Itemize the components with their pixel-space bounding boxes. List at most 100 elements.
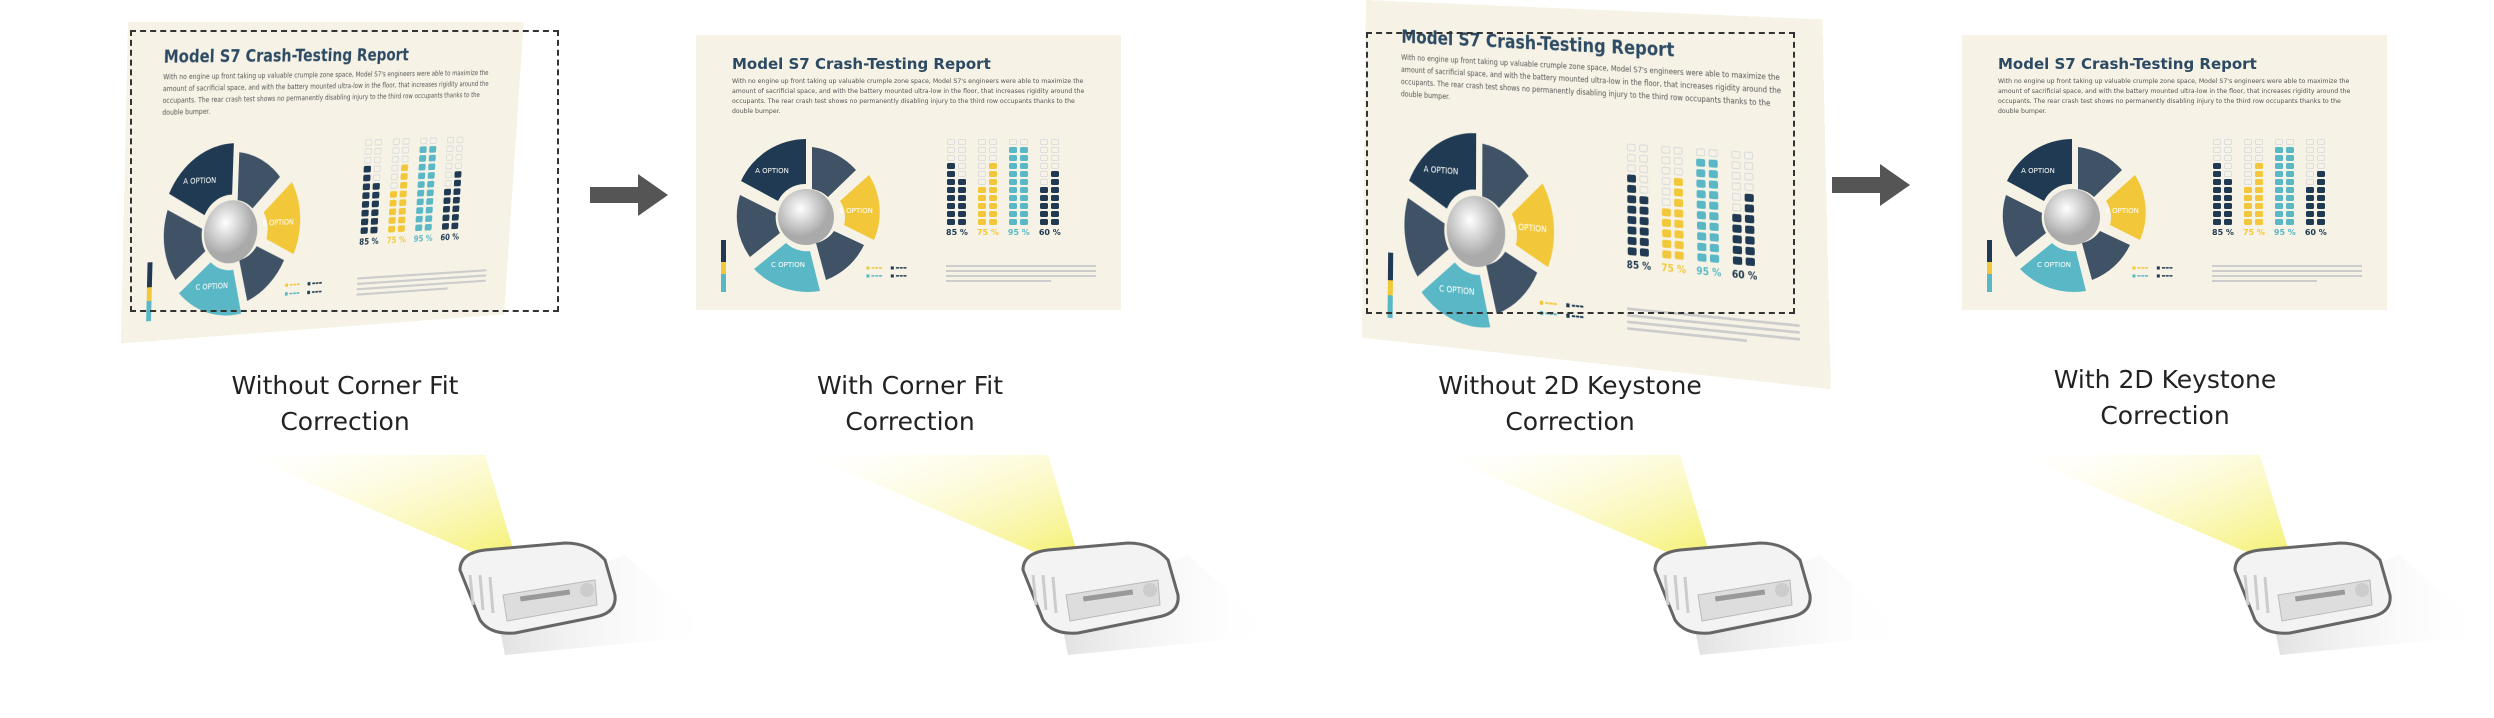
bar-cell (2213, 203, 2221, 209)
legend: ■ ▬▬▬■ ▬▬▬ ■ ▬▬▬■ ▬▬▬ (866, 265, 907, 278)
caption-line2: Correction (1955, 398, 2375, 434)
bar-cell (978, 163, 986, 169)
caption: With Corner Fit Correction (700, 368, 1120, 440)
bar-cell (2244, 139, 2252, 145)
bar-cell (2306, 163, 2314, 169)
bar-cell (1051, 147, 1059, 153)
bar-cell (1040, 179, 1048, 185)
bar-cell (2224, 163, 2232, 169)
bar-cell (2286, 155, 2294, 161)
projector-4 (2020, 455, 2490, 659)
bar-cell (2213, 155, 2221, 161)
bar-cell (947, 171, 955, 177)
bar-cell (2213, 187, 2221, 193)
fine-print (2212, 265, 2362, 285)
bar-cell (2255, 139, 2263, 145)
bar-column (2255, 139, 2263, 225)
bar-cell (958, 139, 966, 145)
bar-percent-label: 60 % (2305, 228, 2327, 237)
bar-column (1051, 139, 1059, 225)
bar-cell (947, 195, 955, 201)
bar-cell (978, 219, 986, 225)
bar-cell (2306, 219, 2314, 225)
target-frame (1366, 32, 1795, 314)
bar-cell (1040, 155, 1048, 161)
bar-cell (958, 179, 966, 185)
bar-column (2306, 139, 2314, 225)
bar-cell (1051, 195, 1059, 201)
bar-cell (1009, 211, 1017, 217)
bar-cell (2213, 219, 2221, 225)
bar-cell (1040, 203, 1048, 209)
bar-group: 95 % (1008, 139, 1030, 237)
bar-cell (947, 219, 955, 225)
bar-cell (989, 163, 997, 169)
bar-cell (2275, 155, 2283, 161)
bar-cell (1020, 155, 1028, 161)
bar-cell (958, 195, 966, 201)
bar-cell (947, 163, 955, 169)
bar-column (1020, 139, 1028, 225)
bar-cell (2275, 147, 2283, 153)
bar-column (1040, 139, 1048, 225)
bar-cell (2255, 163, 2263, 169)
bar-cell (978, 147, 986, 153)
bar-cell (2244, 171, 2252, 177)
bar-cell (2213, 163, 2221, 169)
segment-2 (812, 147, 856, 197)
bar-cell (958, 147, 966, 153)
bar-cell (2213, 195, 2221, 201)
option-c-label: C OPTION (771, 261, 805, 269)
bar-column (2275, 139, 2283, 225)
bar-column (947, 139, 955, 225)
bar-cell (2306, 171, 2314, 177)
bar-cell (2317, 219, 2325, 225)
bar-cell (2317, 203, 2325, 209)
projected-report: Model S7 Crash-Testing Report With no en… (1962, 35, 2387, 310)
bar-cell (2317, 211, 2325, 217)
bar-cell (2306, 195, 2314, 201)
bar-cell (989, 171, 997, 177)
bar-columns: 85 %75 %95 %60 % (2212, 139, 2327, 237)
arrow-right-icon (590, 170, 670, 220)
bar-cell (989, 147, 997, 153)
bar-cell (1051, 139, 1059, 145)
bar-cell (1040, 219, 1048, 225)
bar-cell (2317, 187, 2325, 193)
bar-cell (2244, 147, 2252, 153)
caption-line2: Correction (1360, 404, 1780, 440)
bar-percent-label: 60 % (1039, 228, 1061, 237)
bar-cell (1040, 163, 1048, 169)
bar-cell (2286, 163, 2294, 169)
bar-cell (2317, 147, 2325, 153)
caption: Without 2D Keystone Correction (1360, 368, 1780, 440)
caption-line1: Without 2D Keystone (1360, 368, 1780, 404)
light-beam (808, 455, 1078, 560)
light-beam (245, 455, 515, 560)
option-b-label: B OPTION (839, 207, 873, 215)
bar-group: 75 % (977, 139, 999, 237)
bar-cell (1020, 203, 1028, 209)
bar-percent-label: 85 % (946, 228, 968, 237)
bar-cell (2275, 219, 2283, 225)
bar-cell (2306, 179, 2314, 185)
bar-cell (2224, 171, 2232, 177)
caption-line2: Correction (700, 404, 1120, 440)
projector-icon (1440, 455, 1910, 655)
bar-cell (1009, 147, 1017, 153)
bar-cell (2213, 211, 2221, 217)
bar-cell (1040, 187, 1048, 193)
bar-percent-label: 75 % (2243, 228, 2265, 237)
report-body: With no engine up front taking up valuab… (732, 77, 1097, 117)
bar-cell (947, 187, 955, 193)
option-c-label: C OPTION (2037, 261, 2071, 269)
bar-cell (1009, 171, 1017, 177)
bar-group: 60 % (1039, 139, 1061, 237)
light-beam (2020, 455, 2290, 560)
bar-cell (978, 203, 986, 209)
bar-cell (1020, 211, 1028, 217)
bar-cell (2244, 203, 2252, 209)
bar-column (2286, 139, 2294, 225)
bar-cell (989, 139, 997, 145)
report-title: Model S7 Crash-Testing Report (732, 55, 991, 73)
